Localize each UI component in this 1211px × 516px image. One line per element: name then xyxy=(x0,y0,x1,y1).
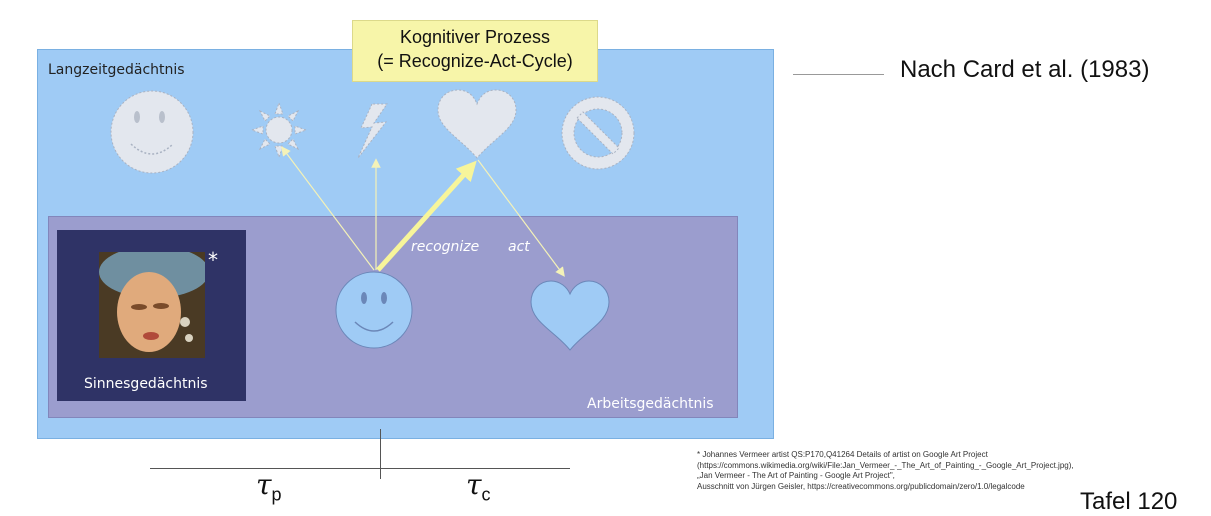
tau-p-subscript: p xyxy=(271,484,282,505)
act-label: act xyxy=(508,239,530,255)
timeline-divider xyxy=(380,429,381,479)
smiley-icon xyxy=(110,90,194,174)
lightning-icon xyxy=(357,103,388,159)
vermeer-portrait-image xyxy=(99,252,205,358)
arrow-to-sun xyxy=(281,146,375,271)
cognitive-process-title: Kognitiver Prozess xyxy=(399,27,551,47)
heart-icon xyxy=(530,280,610,351)
prohibited-icon xyxy=(561,96,635,170)
recognize-label: recognize xyxy=(411,239,480,255)
tau-c-label: τc xyxy=(466,468,491,506)
page-number: Tafel 120 xyxy=(1080,488,1178,515)
portrait-drawing xyxy=(99,252,205,358)
long-term-memory-label: Langzeitgedächtnis xyxy=(48,62,185,78)
sun-icon xyxy=(250,101,308,159)
source-citation: Nach Card et al. (1983) xyxy=(900,56,1150,83)
diagram-graphics xyxy=(110,89,635,351)
arrow-recognize xyxy=(376,160,477,272)
sensory-memory-label: Sinnesgedächtnis xyxy=(84,376,208,392)
tau-c-subscript: c xyxy=(481,484,491,505)
cognitive-process-box: Kognitiver Prozess (= Recognize-Act-Cycl… xyxy=(352,20,598,82)
source-line xyxy=(793,74,884,75)
arrow-act xyxy=(477,159,565,277)
cognitive-process-subtitle: (= Recognize-Act-Cycle) xyxy=(377,51,573,71)
working-memory-label: Arbeitsgedächtnis xyxy=(587,396,714,412)
tau-p-symbol: τ xyxy=(256,468,272,501)
smiley-icon xyxy=(335,271,413,349)
tau-c-symbol: τ xyxy=(466,468,482,501)
tau-p-label: τp xyxy=(256,468,282,506)
heart-icon xyxy=(437,89,517,159)
timeline-axis xyxy=(150,468,570,469)
image-credit-footnote: * Johannes Vermeer artist QS:P170,Q41264… xyxy=(697,450,1074,491)
footnote-asterisk: * xyxy=(208,248,218,272)
